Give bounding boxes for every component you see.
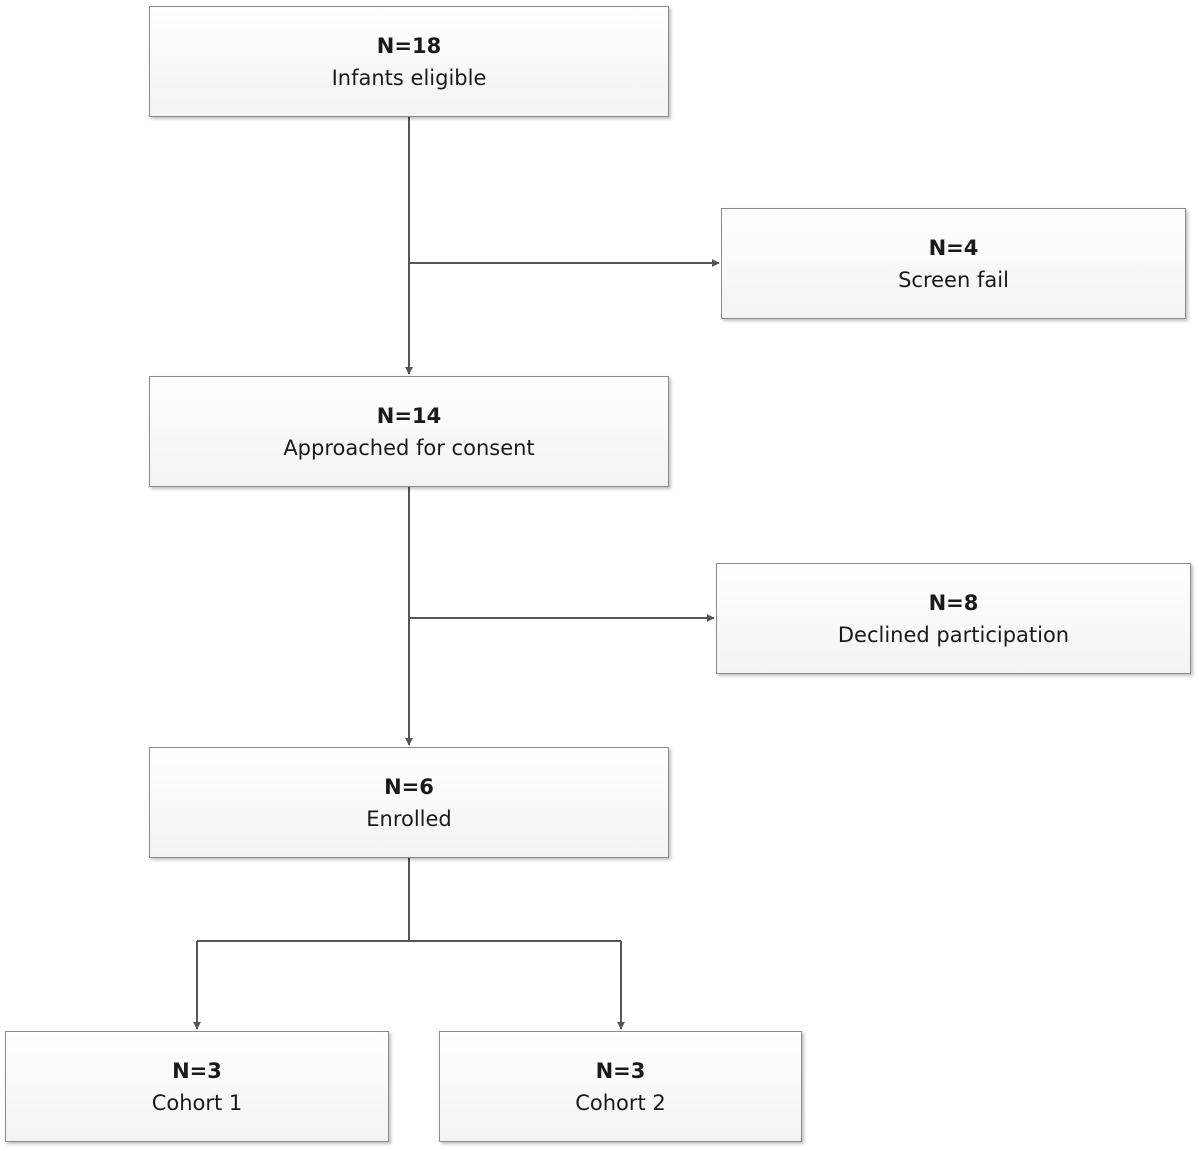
node-count: N=18 bbox=[376, 33, 442, 58]
node-label: Screen fail bbox=[898, 267, 1009, 292]
node-count: N=14 bbox=[376, 403, 442, 428]
node-count: N=3 bbox=[172, 1058, 222, 1083]
node-screen-fail: N=4 Screen fail bbox=[721, 208, 1186, 319]
node-count: N=3 bbox=[595, 1058, 646, 1083]
node-enrolled: N=6 Enrolled bbox=[149, 747, 669, 858]
node-label: Approached for consent bbox=[283, 435, 535, 460]
node-count: N=4 bbox=[928, 235, 979, 260]
node-approached-for-consent: N=14 Approached for consent bbox=[149, 376, 669, 487]
node-label: Infants eligible bbox=[331, 65, 487, 90]
node-label: Cohort 2 bbox=[575, 1090, 666, 1115]
node-cohort-2: N=3 Cohort 2 bbox=[439, 1031, 802, 1142]
node-declined-participation: N=8 Declined participation bbox=[716, 563, 1191, 674]
node-label: Cohort 1 bbox=[151, 1090, 243, 1115]
node-cohort-1: N=3 Cohort 1 bbox=[5, 1031, 389, 1142]
node-label: Declined participation bbox=[837, 622, 1070, 647]
node-count: N=6 bbox=[384, 774, 434, 799]
node-infants-eligible: N=18 Infants eligible bbox=[149, 6, 669, 117]
node-count: N=8 bbox=[928, 590, 979, 615]
node-label: Enrolled bbox=[366, 806, 452, 831]
